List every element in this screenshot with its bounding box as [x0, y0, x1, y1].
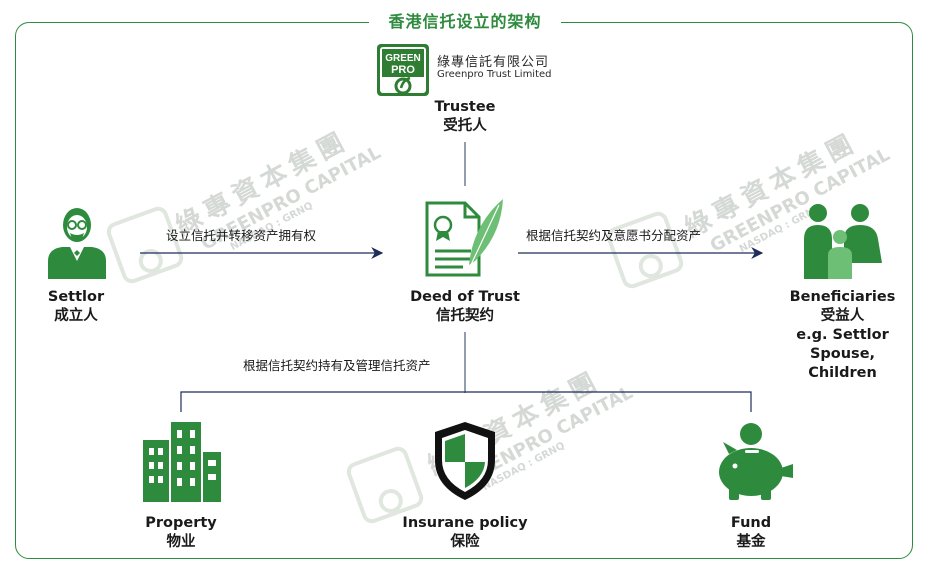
- family-icon: [804, 204, 882, 279]
- piggy-bank-icon: [719, 423, 793, 500]
- settlor-label: Settlor 成立人: [16, 288, 136, 326]
- assets-bracket: [180, 391, 752, 412]
- company-name-en: Greenpro Trust Limited: [437, 69, 552, 80]
- beneficiaries-zh: 受益人: [820, 308, 865, 324]
- beneficiaries-label: Beneficiaries 受益人 e.g. Settlor Spouse, C…: [770, 288, 915, 383]
- watermark-logo-icon: [346, 446, 424, 524]
- settlor-icon: [48, 208, 106, 279]
- property-building-icon: [143, 422, 221, 502]
- shield-icon: [435, 422, 495, 500]
- beneficiaries-en: Beneficiaries: [789, 289, 896, 305]
- watermark-logo-icon: [606, 211, 684, 289]
- logo-text-bottom: PRO: [391, 64, 415, 76]
- property-zh: 物业: [166, 534, 196, 550]
- deed-zh: 信托契约: [436, 308, 494, 324]
- diagram-title: 香港信托设立的架构: [369, 10, 561, 34]
- trustee-en: Trustee: [434, 99, 496, 115]
- logo-text-top: GREEN: [385, 53, 421, 64]
- deed-of-trust-icon: [425, 199, 503, 277]
- fund-en: Fund: [730, 515, 772, 531]
- beneficiaries-line4: Children: [808, 365, 877, 381]
- fund-zh: 基金: [736, 534, 766, 550]
- property-en: Property: [145, 515, 217, 531]
- company-name-zh: 綠專信託有限公司: [437, 55, 550, 70]
- caption-deed-to-assets: 根据信托契约持有及管理信托资产: [243, 358, 431, 373]
- settlor-en: Settlor: [47, 289, 105, 305]
- caption-settlor-to-deed: 设立信托并转移资产拥有权: [166, 228, 317, 243]
- insurance-label: Insurane policy 保险: [385, 514, 545, 552]
- trustee-zh: 受托人: [443, 118, 487, 134]
- beneficiaries-eg: e.g. Settlor: [796, 327, 889, 343]
- caption-deed-to-beneficiaries: 根据信托契约及意愿书分配资产: [526, 228, 702, 243]
- insurance-en: Insurane policy: [402, 515, 528, 531]
- property-label: Property 物业: [121, 514, 241, 552]
- insurance-zh: 保险: [450, 534, 480, 550]
- deed-of-trust-label: Deed of Trust 信托契约: [390, 288, 540, 326]
- deed-en: Deed of Trust: [410, 289, 520, 305]
- fund-label: Fund 基金: [691, 514, 811, 552]
- beneficiaries-line3: Spouse,: [809, 346, 876, 362]
- greenpro-logo: GREEN PRO: [377, 44, 429, 96]
- trustee-label: Trustee 受托人: [405, 98, 525, 136]
- watermark-logo-icon: [106, 206, 184, 284]
- settlor-zh: 成立人: [54, 308, 98, 324]
